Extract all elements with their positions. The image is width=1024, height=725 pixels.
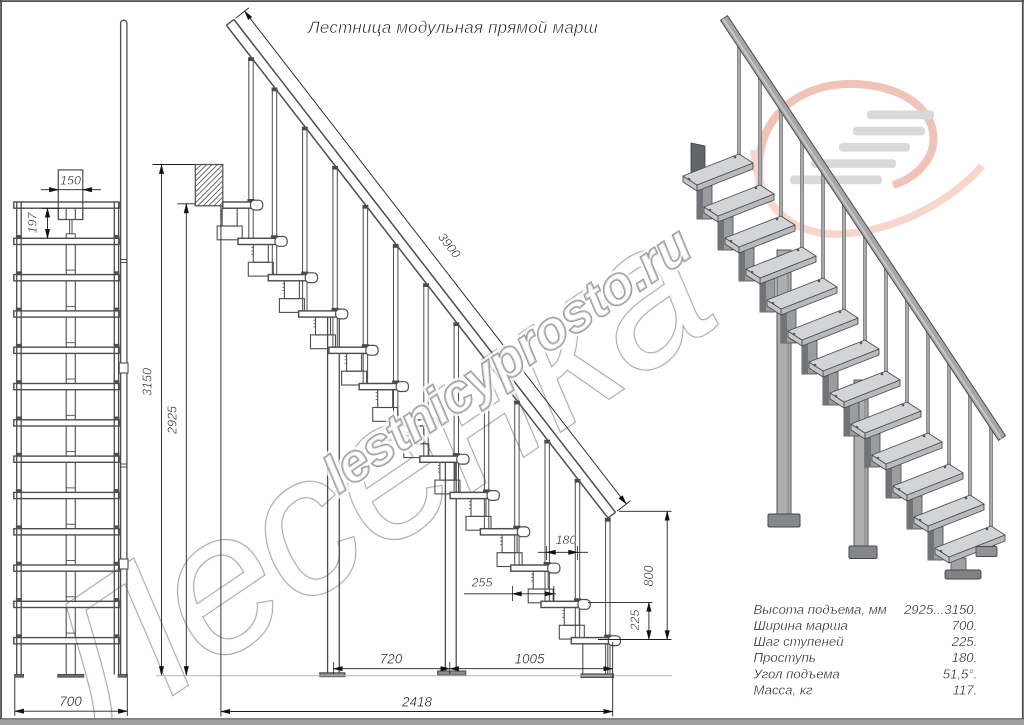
svg-text:180.: 180. bbox=[952, 650, 978, 665]
svg-text:2418: 2418 bbox=[401, 694, 433, 709]
svg-text:720: 720 bbox=[380, 652, 403, 667]
svg-text:225: 225 bbox=[628, 610, 642, 632]
svg-text:180: 180 bbox=[556, 533, 577, 547]
svg-text:3150: 3150 bbox=[141, 368, 155, 396]
svg-text:Ширина марша: Ширина марша bbox=[754, 618, 848, 633]
svg-text:Угол подъема: Угол подъема bbox=[753, 666, 840, 681]
svg-text:Проступь: Проступь bbox=[754, 650, 816, 665]
svg-text:2925: 2925 bbox=[166, 405, 180, 435]
svg-text:700: 700 bbox=[59, 694, 82, 709]
svg-text:51,5°.: 51,5°. bbox=[943, 666, 978, 681]
svg-text:1005: 1005 bbox=[514, 652, 545, 667]
svg-text:Шаг ступеней: Шаг ступеней bbox=[754, 634, 845, 649]
svg-text:225.: 225. bbox=[951, 634, 978, 649]
svg-text:700.: 700. bbox=[952, 618, 978, 633]
svg-text:197: 197 bbox=[26, 212, 40, 234]
svg-text:Высота подъема, мм: Высота подъема, мм bbox=[754, 602, 887, 617]
svg-text:800: 800 bbox=[642, 565, 656, 586]
svg-text:255: 255 bbox=[471, 576, 493, 590]
svg-text:Лестница модульная прямой марш: Лестница модульная прямой марш bbox=[307, 18, 598, 37]
svg-text:2925...3150.: 2925...3150. bbox=[903, 602, 977, 617]
svg-text:Масса, кг: Масса, кг bbox=[754, 683, 814, 698]
svg-text:117.: 117. bbox=[953, 683, 978, 698]
svg-text:150: 150 bbox=[60, 174, 81, 188]
